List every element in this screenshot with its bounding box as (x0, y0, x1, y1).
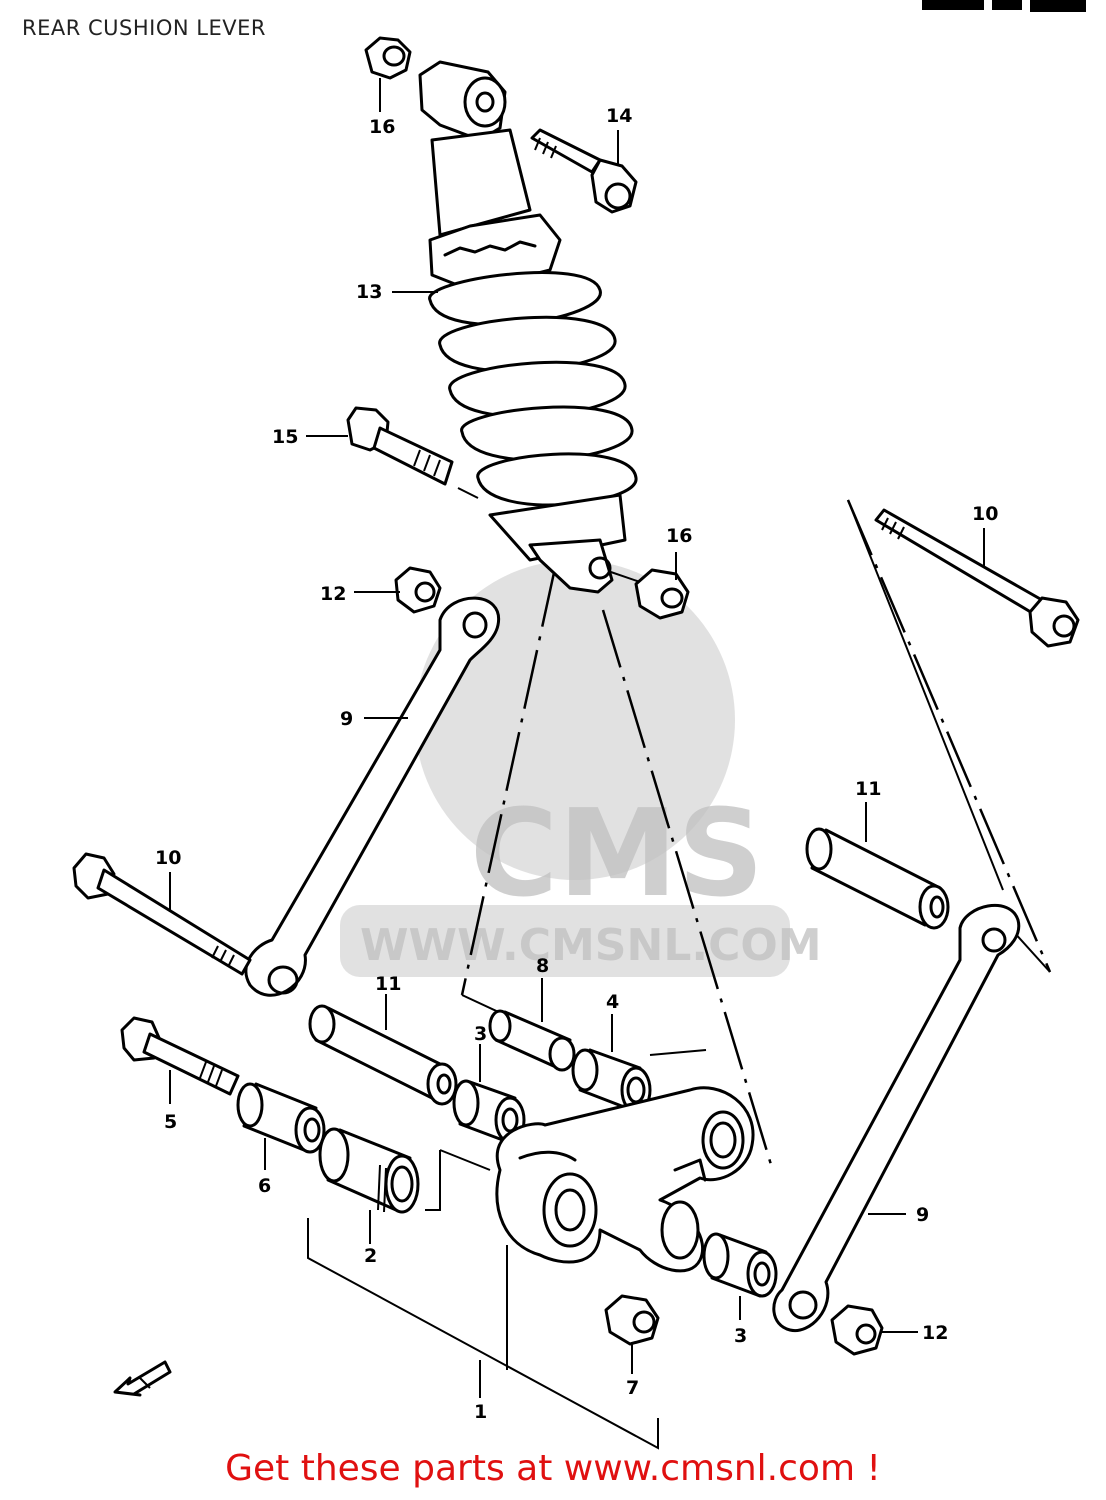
part-14-bolt (530, 128, 638, 214)
callout-8: 8 (536, 955, 549, 977)
assembly-guide-lines (425, 487, 1052, 1211)
part-4-bearing (571, 1048, 652, 1114)
callout-16-top: 16 (369, 116, 395, 138)
callout-15: 15 (272, 426, 298, 448)
part-7-nut (604, 1294, 660, 1346)
part-6-collar (236, 1082, 326, 1154)
callout-5: 5 (164, 1111, 177, 1133)
part-13-shock-absorber (418, 60, 638, 594)
callout-11-right: 11 (855, 778, 881, 800)
callout-10-lower: 10 (155, 847, 181, 869)
callout-labels: 16 14 13 15 16 10 12 9 11 10 8 11 4 3 5 … (155, 105, 998, 1423)
callout-3-upper: 3 (474, 1023, 487, 1045)
part-3-collar-lower (702, 1232, 778, 1298)
part-1-bracket (307, 1218, 659, 1450)
part-12-nut-upper (394, 566, 442, 614)
diagram-title: REAR CUSHION LEVER (22, 16, 266, 40)
callout-7: 7 (626, 1377, 639, 1399)
footer-cta-link[interactable]: Get these parts at www.cmsnl.com ! (225, 1448, 881, 1489)
callout-3-lower: 3 (734, 1325, 747, 1347)
callout-9-left: 9 (340, 708, 353, 730)
part-2-needle-bearing (318, 1127, 420, 1214)
watermark-brand: CMS (470, 785, 764, 924)
part-1-cushion-lever (495, 1086, 755, 1273)
callout-16-lower: 16 (666, 525, 692, 547)
part-3-collar-upper (452, 1079, 526, 1144)
part-16-nut-top (364, 36, 412, 80)
callout-12-lower: 12 (922, 1322, 948, 1344)
callout-6: 6 (258, 1175, 271, 1197)
watermark-logo (415, 560, 735, 880)
callout-9-right: 9 (916, 1204, 929, 1226)
callout-4: 4 (606, 991, 619, 1013)
callout-10-upper: 10 (972, 503, 998, 525)
front-direction-arrow (113, 1360, 172, 1397)
part-5-bolt (120, 1016, 240, 1096)
corner-mark (922, 0, 1086, 12)
part-12-nut-lower (830, 1304, 884, 1356)
watermark: CMS WWW.CMSNL.COM (340, 560, 822, 977)
callout-1: 1 (474, 1401, 487, 1423)
watermark-url-bar (340, 905, 790, 977)
callout-11-left: 11 (375, 973, 401, 995)
part-11-spacer-left (308, 1004, 458, 1106)
part-11-spacer-right (805, 827, 950, 930)
part-10-bolt-lower (72, 852, 252, 976)
part-8-bushing (488, 1009, 576, 1072)
callout-12-upper: 12 (320, 583, 346, 605)
watermark-url: WWW.CMSNL.COM (360, 920, 822, 971)
part-16-nut-lower (634, 568, 690, 620)
callout-13: 13 (356, 281, 382, 303)
part-10-bolt-upper (874, 508, 1080, 648)
leader-lines (169, 78, 985, 1398)
callout-2: 2 (364, 1245, 377, 1267)
part-15-bolt (346, 406, 454, 486)
callout-14: 14 (606, 105, 632, 127)
part-9-rod-right (772, 903, 1021, 1333)
